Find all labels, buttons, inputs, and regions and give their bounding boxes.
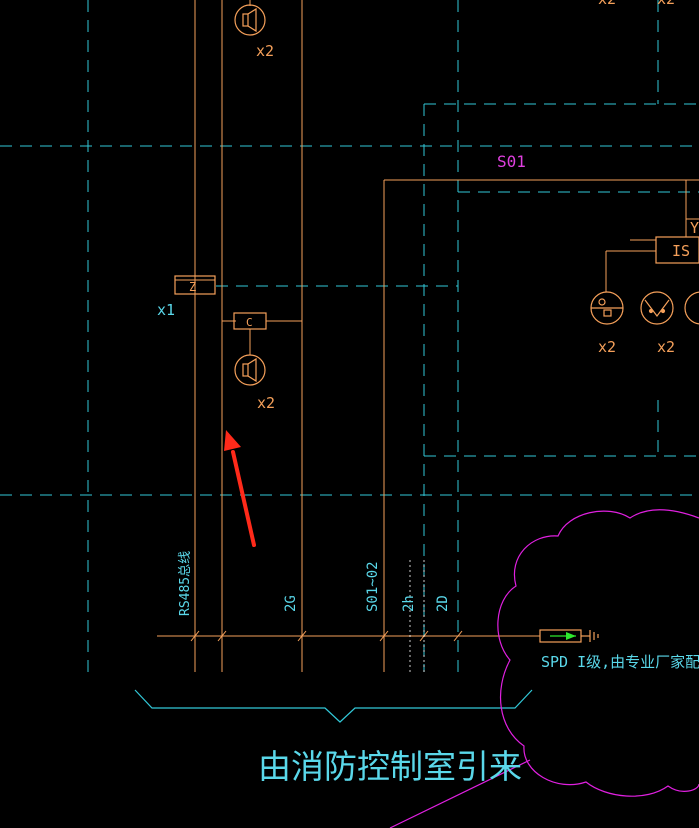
cable-s01-02-label: S01~02 <box>365 561 381 612</box>
origin-bracket <box>134 689 533 723</box>
ground-icon <box>581 630 599 642</box>
bus-s01-label: S01 <box>497 152 526 171</box>
qty-top-right-1-label: x2 <box>598 0 616 8</box>
module-c-box <box>233 312 267 330</box>
fine-lines <box>409 560 425 672</box>
alarm-bell-icon <box>640 291 674 325</box>
qty-top-label: x2 <box>256 42 274 60</box>
qty-top-right-2-label: x2 <box>657 0 675 8</box>
module-is-box <box>655 236 699 264</box>
qty-speaker-mid-label: x2 <box>257 394 275 412</box>
partial-device-icon <box>684 291 699 325</box>
module-is-label: IS <box>672 242 690 260</box>
spd-description: SPD I级,由专业厂家配备 <box>541 653 699 671</box>
cable-rs485-label: RS485总线 <box>178 551 193 616</box>
module-c-label: C <box>246 316 253 329</box>
smoke-detector-icon <box>590 291 624 325</box>
partial-y-label: Y <box>690 219 699 237</box>
cable-2h-label: 2h <box>401 595 417 612</box>
qty-z-label: x1 <box>157 301 175 319</box>
qty-right-1-label: x2 <box>598 338 616 356</box>
grid-lines <box>0 0 699 672</box>
origin-text: 由消防控制室引来 <box>258 747 522 786</box>
speaker-icon <box>234 354 266 386</box>
module-z-box <box>174 275 216 295</box>
red-pointer-arrow-icon <box>224 430 256 547</box>
bus-lines <box>157 0 699 637</box>
revision-cloud <box>497 509 699 797</box>
cloud-leader <box>389 759 531 828</box>
spd-arrow-head <box>566 632 576 640</box>
cable-2g-label: 2G <box>283 595 299 612</box>
module-z-label: Z <box>189 280 196 294</box>
cable-2d-label: 2D <box>435 595 451 612</box>
qty-right-2-label: x2 <box>657 338 675 356</box>
vertical-wires <box>194 0 385 672</box>
speaker-icon <box>234 4 266 36</box>
